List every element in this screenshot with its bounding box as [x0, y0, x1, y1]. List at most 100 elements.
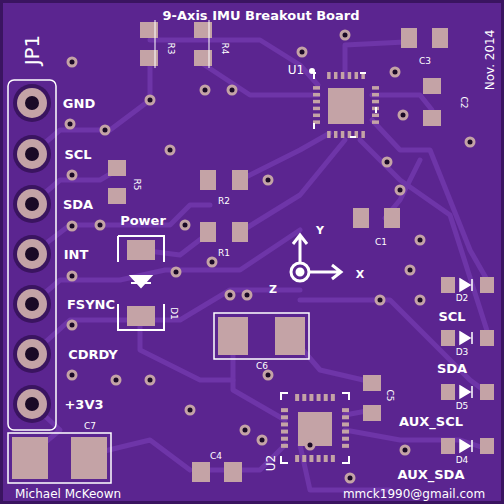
via-hole	[403, 448, 408, 453]
via	[415, 295, 426, 306]
pcb-shape	[224, 462, 242, 482]
author-email: mmck1990@gmail.com	[343, 488, 485, 500]
axis-label: Z	[269, 284, 277, 295]
ic-pin	[372, 120, 379, 124]
via-hole	[70, 323, 75, 328]
pcb-shape	[131, 276, 151, 287]
led-pad	[441, 330, 455, 346]
part-name: R3	[166, 42, 175, 54]
part-name: C6	[256, 362, 268, 371]
via-hole	[343, 33, 348, 38]
via-hole	[468, 140, 473, 145]
led-label: Power	[120, 214, 166, 227]
via-hole	[393, 70, 398, 75]
via-hole	[203, 88, 208, 93]
via-hole	[398, 188, 403, 193]
via-hole	[70, 173, 75, 178]
part-name: U2	[265, 455, 277, 471]
led-pad	[441, 438, 455, 454]
via	[400, 445, 411, 456]
pcb-shape	[363, 405, 381, 421]
part-name: R2	[218, 197, 230, 206]
ic-pin	[281, 415, 288, 419]
via	[67, 221, 78, 232]
via	[67, 271, 78, 282]
led-pad	[480, 277, 494, 293]
via-hole	[266, 178, 271, 183]
ic-pin	[281, 437, 288, 441]
pcb-shape	[423, 110, 441, 126]
ic-pin	[295, 455, 299, 462]
pcb-shape	[32, 205, 210, 254]
ic-pin	[341, 72, 345, 79]
via-hole	[188, 408, 193, 413]
via	[305, 440, 316, 451]
header-outline	[8, 80, 56, 430]
pcb-shape	[32, 230, 300, 304]
ic-pin	[302, 455, 306, 462]
pin-name: SDA	[63, 198, 93, 211]
via	[398, 110, 409, 121]
via	[225, 290, 236, 301]
ic-pin	[341, 131, 345, 138]
led-symbol	[460, 386, 472, 398]
ic-pin	[313, 107, 320, 111]
via	[100, 125, 111, 136]
pin-pad	[17, 88, 47, 118]
via-hole	[210, 260, 215, 265]
pin-mask	[13, 285, 51, 323]
via	[207, 257, 218, 268]
via-hole	[385, 160, 390, 165]
ic-pin	[348, 72, 352, 79]
ic-pin	[331, 394, 335, 401]
axis-label: X	[356, 269, 364, 280]
pcb-shape	[71, 437, 107, 479]
via-hole	[168, 148, 173, 153]
pin-hole	[25, 297, 39, 311]
pin-mask	[13, 84, 51, 122]
ic-pin	[295, 394, 299, 401]
part-name: U1	[288, 64, 304, 76]
pin-name: CDRDY	[68, 348, 118, 361]
pin-mask	[13, 335, 51, 373]
author-name: Michael McKeown	[15, 488, 121, 500]
pcb-shape	[281, 393, 349, 463]
via-hole	[148, 98, 153, 103]
via	[242, 290, 253, 301]
ic-pin	[331, 455, 335, 462]
pcb-shape	[275, 317, 305, 355]
via	[340, 30, 351, 41]
pin-name: SCL	[64, 148, 91, 161]
ic-pads	[281, 72, 379, 462]
pcb-shape	[127, 306, 155, 326]
pcb-shape	[360, 140, 490, 340]
ic-pin	[361, 131, 365, 138]
ic-pin	[281, 408, 288, 412]
via	[240, 425, 251, 436]
via	[257, 435, 268, 446]
pcb-shape	[401, 28, 417, 48]
ic-pin	[342, 437, 349, 441]
pin-name: +3V3	[64, 398, 103, 411]
signal-name: SDA	[437, 362, 467, 375]
via	[345, 473, 356, 484]
via	[297, 47, 308, 58]
ic-pin	[327, 131, 331, 138]
ic-pin	[372, 114, 379, 118]
pcb-shape	[108, 160, 126, 176]
part-name: D1	[169, 307, 178, 320]
axis-label: Y	[316, 225, 324, 236]
pin-mask	[13, 235, 51, 273]
pcb-shape	[232, 170, 248, 190]
via-hole	[174, 270, 179, 275]
ic-pin	[324, 455, 328, 462]
pcb-shape	[345, 42, 405, 77]
ic-pin	[342, 430, 349, 434]
via	[382, 157, 393, 168]
via	[67, 370, 78, 381]
ic-pin	[334, 131, 338, 138]
ic-pin	[372, 100, 379, 104]
led-pad	[480, 384, 494, 400]
via-hole	[418, 298, 423, 303]
via	[185, 405, 196, 416]
